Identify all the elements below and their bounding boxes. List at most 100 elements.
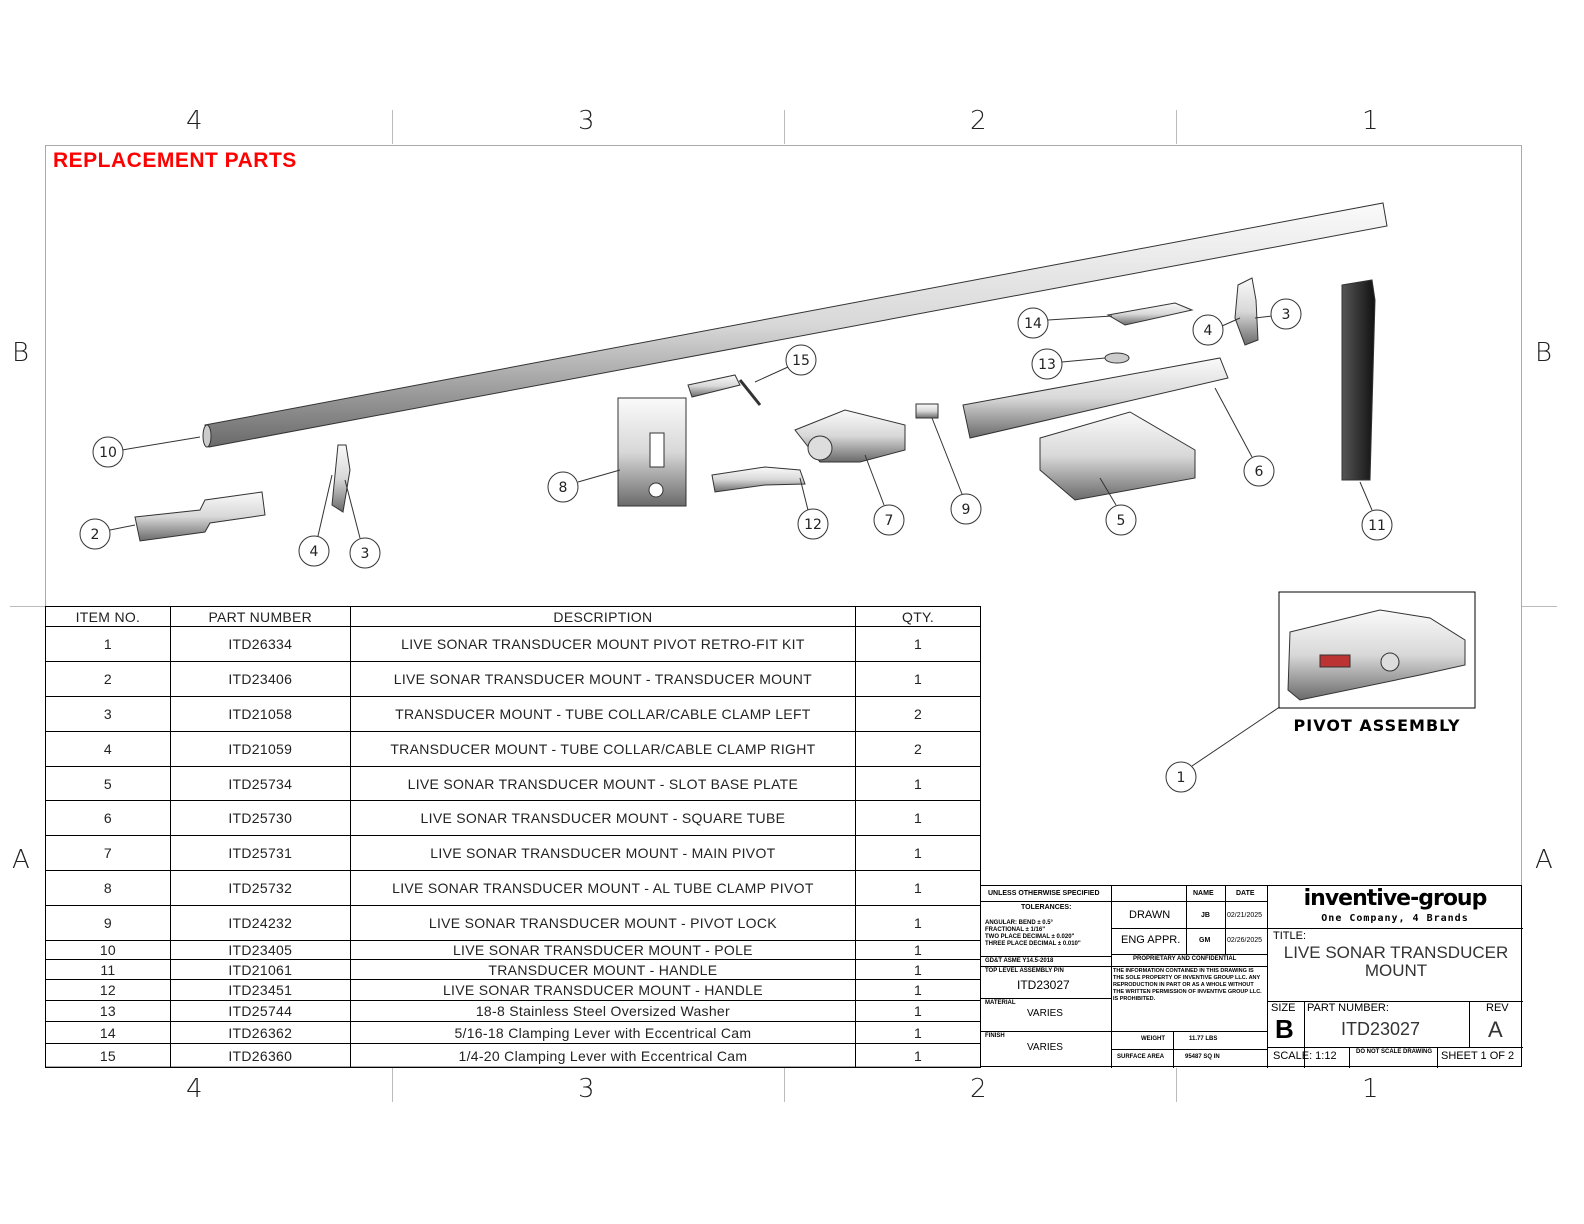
callout-5: 5 <box>1105 504 1137 536</box>
svg-text:5: 5 <box>1117 513 1126 529</box>
svg-text:11: 11 <box>1368 518 1386 534</box>
header-part-number: PART NUMBER <box>169 606 351 627</box>
callout-11: 11 <box>1361 509 1393 541</box>
bom-cell-item-no: 9 <box>45 905 171 941</box>
tolerance-fractional: FRACTIONAL ± 1/16" <box>985 927 1046 933</box>
eng-name: GM <box>1199 937 1211 944</box>
callout-13: 13 <box>1031 348 1063 380</box>
bom-cell-qty: 1 <box>855 1043 981 1068</box>
callout-2: 2 <box>79 518 111 550</box>
tolerance-three-place: THREE PLACE DECIMAL ± 0.010" <box>985 941 1081 947</box>
bom-cell-part-number: ITD26360 <box>169 1043 351 1068</box>
zone-row-a-right: A <box>1535 845 1553 875</box>
zone-divider <box>10 606 45 607</box>
proprietary-heading: PROPRIETARY AND CONFIDENTIAL <box>1133 956 1237 962</box>
handle-11-part <box>1341 279 1376 481</box>
bom-cell-part-number: ITD25744 <box>169 1000 351 1022</box>
washer-part <box>1104 352 1130 364</box>
callout-8: 8 <box>547 471 579 503</box>
svg-text:7: 7 <box>885 513 894 529</box>
bom-cell-part-number: ITD25731 <box>169 835 351 871</box>
zone-col-4-bottom: 4 <box>186 1074 203 1104</box>
header-description: DESCRIPTION <box>349 606 857 627</box>
bom-cell-description: 1/4-20 Clamping Lever with Eccentrical C… <box>349 1043 857 1068</box>
transducer-mount-part <box>134 491 266 542</box>
svg-text:4: 4 <box>310 544 319 560</box>
bom-cell-description: LIVE SONAR TRANSDUCER MOUNT - TRANSDUCER… <box>349 661 857 697</box>
zone-col-2: 2 <box>970 106 987 136</box>
scale: SCALE: 1:12 <box>1273 1050 1337 1062</box>
surface-area-value: 95487 SQ IN <box>1185 1054 1220 1060</box>
zone-row-a: A <box>12 845 30 875</box>
drawn-date: 02/21/2025 <box>1227 912 1263 919</box>
bom-cell-part-number: ITD23406 <box>169 661 351 697</box>
bom-cell-description: TRANSDUCER MOUNT - TUBE COLLAR/CABLE CLA… <box>349 696 857 732</box>
bom-cell-qty: 1 <box>855 979 981 1001</box>
weight-label: WEIGHT <box>1141 1036 1165 1042</box>
svg-text:15: 15 <box>792 353 810 369</box>
rev-value: A <box>1488 1017 1503 1042</box>
svg-text:13: 13 <box>1038 357 1056 373</box>
callout-12: 12 <box>797 508 829 540</box>
header-item-no: ITEM NO. <box>45 606 171 627</box>
zone-divider <box>1176 1068 1177 1102</box>
bom-cell-qty: 1 <box>855 870 981 906</box>
bom-cell-qty: 1 <box>855 766 981 801</box>
replacement-parts-heading: REPLACEMENT PARTS <box>53 149 297 172</box>
gdt-standard: GD&T ASME Y14.5-2018 <box>985 958 1054 964</box>
drawn-name: JB <box>1201 912 1210 919</box>
svg-text:3: 3 <box>361 546 370 562</box>
bom-cell-item-no: 5 <box>45 766 171 801</box>
bom-cell-qty: 2 <box>855 696 981 732</box>
sheet-number: SHEET 1 OF 2 <box>1441 1050 1515 1062</box>
pivot-lock-part <box>915 403 939 419</box>
bom-cell-item-no: 3 <box>45 696 171 732</box>
zone-divider <box>392 1068 393 1102</box>
square-tube-part <box>962 357 1229 439</box>
bom-cell-item-no: 8 <box>45 870 171 906</box>
bom-cell-part-number: ITD21059 <box>169 731 351 767</box>
zone-col-4: 4 <box>186 106 203 136</box>
base-plate-part <box>1039 411 1196 501</box>
bom-cell-part-number: ITD25730 <box>169 800 351 836</box>
bom-cell-item-no: 14 <box>45 1021 171 1044</box>
bom-cell-item-no: 6 <box>45 800 171 836</box>
bom-cell-qty: 1 <box>855 940 981 960</box>
bom-cell-description: LIVE SONAR TRANSDUCER MOUNT PIVOT RETRO-… <box>349 626 857 662</box>
title-block: UNLESS OTHERWISE SPECIFIED TOLERANCES: A… <box>980 885 1523 1068</box>
bom-cell-description: TRANSDUCER MOUNT - TUBE COLLAR/CABLE CLA… <box>349 731 857 767</box>
zone-col-2-bottom: 2 <box>970 1074 987 1104</box>
bom-cell-item-no: 4 <box>45 731 171 767</box>
callout-4: 4 <box>298 535 330 567</box>
bom-cell-description: LIVE SONAR TRANSDUCER MOUNT - POLE <box>349 940 857 960</box>
bom-cell-item-no: 2 <box>45 661 171 697</box>
zone-divider <box>1176 110 1177 144</box>
material-label: MATERIAL <box>985 1000 1016 1006</box>
eng-appr-label: ENG APPR. <box>1121 934 1181 946</box>
bom-cell-item-no: 1 <box>45 626 171 662</box>
callout-7: 7 <box>873 504 905 536</box>
bom-cell-part-number: ITD25734 <box>169 766 351 801</box>
bom-cell-qty: 1 <box>855 959 981 980</box>
tolerances-label: TOLERANCES: <box>1021 904 1072 911</box>
bom-cell-description: LIVE SONAR TRANSDUCER MOUNT - PIVOT LOCK <box>349 905 857 941</box>
rev-label: REV <box>1486 1002 1509 1014</box>
company-logo: inventive-group <box>1303 886 1488 911</box>
bom-cell-qty: 1 <box>855 800 981 836</box>
bom-cell-part-number: ITD26334 <box>169 626 351 662</box>
callout-3-right: 3 <box>1270 298 1302 330</box>
proprietary-notice: THE INFORMATION CONTAINED IN THIS DRAWIN… <box>1113 968 1262 1002</box>
svg-text:8: 8 <box>559 480 568 496</box>
collar-left-part <box>331 444 351 513</box>
